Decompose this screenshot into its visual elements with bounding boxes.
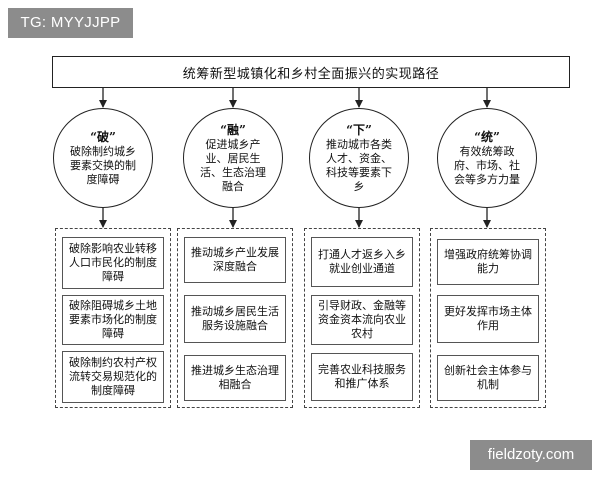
measure-item: 破除阻碍城乡土地要素市场化的制度障碍 [62,295,164,345]
path-keyword: “下” [346,122,372,137]
measure-item: 推动城乡居民生活服务设施融合 [184,295,286,343]
title-to-circle-arrows [99,88,491,108]
measure-item: 创新社会主体参与机制 [437,355,539,401]
measure-group-po: 破除影响农业转移人口市民化的制度障碍 破除阻碍城乡土地要素市场化的制度障碍 破除… [55,228,171,408]
path-circle-po: “破” 破除制约城乡要素交换的制度障碍 [53,108,153,208]
measure-item: 破除制约农村产权流转交易规范化的制度障碍 [62,351,164,403]
path-description: 促进城乡产业、居民生活、生态治理融合 [200,137,266,193]
path-circle-xia: “下” 推动城市各类人才、资金、科技等要素下乡 [309,108,409,208]
measure-item: 推进城乡生态治理相融合 [184,355,286,401]
path-circle-tong: “统” 有效统筹政府、市场、社会等多方力量 [437,108,537,208]
measure-item: 推动城乡产业发展深度融合 [184,237,286,283]
measure-item: 引导财政、金融等资金资本流向农业农村 [311,295,413,345]
measure-group-tong: 增强政府统筹协调能力 更好发挥市场主体作用 创新社会主体参与机制 [430,228,546,408]
path-description: 有效统筹政府、市场、社会等多方力量 [454,144,520,186]
measure-item: 打通人才返乡入乡就业创业通道 [311,237,413,287]
measure-group-xia: 打通人才返乡入乡就业创业通道 引导财政、金融等资金资本流向农业农村 完善农业科技… [304,228,420,408]
path-description: 破除制约城乡要素交换的制度障碍 [70,144,136,186]
path-keyword: “破” [90,129,116,144]
circle-to-group-arrows [99,208,491,228]
telegram-watermark: TG: MYYJJPP [8,8,133,38]
path-circle-rong: “融” 促进城乡产业、居民生活、生态治理融合 [183,108,283,208]
path-keyword: “统” [474,129,500,144]
measure-item: 完善农业科技服务和推广体系 [311,353,413,401]
measure-item: 更好发挥市场主体作用 [437,295,539,343]
measure-group-rong: 推动城乡产业发展深度融合 推动城乡居民生活服务设施融合 推进城乡生态治理相融合 [177,228,293,408]
diagram-title: 统筹新型城镇化和乡村全面振兴的实现路径 [52,56,570,88]
site-watermark: fieldzoty.com [470,440,592,470]
measure-item: 增强政府统筹协调能力 [437,239,539,285]
measure-item: 破除影响农业转移人口市民化的制度障碍 [62,237,164,289]
path-description: 推动城市各类人才、资金、科技等要素下乡 [326,137,392,193]
path-keyword: “融” [220,122,246,137]
